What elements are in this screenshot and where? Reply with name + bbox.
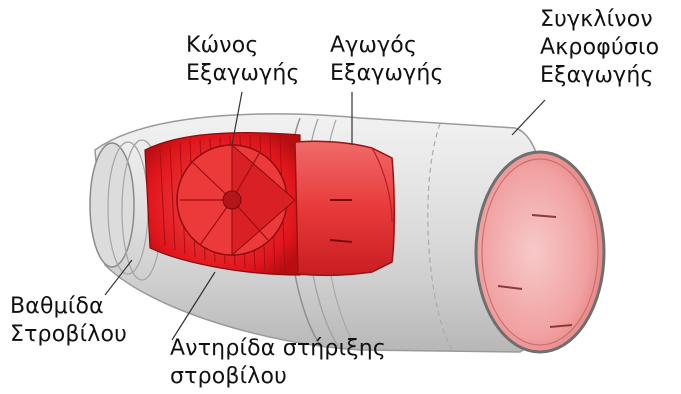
label-exhaust-cone-line2: Εξαγωγής [186, 60, 300, 88]
label-exhaust-duct-line2: Εξαγωγής [330, 60, 444, 88]
label-exhaust-cone: Κώνος Εξαγωγής [186, 32, 300, 88]
label-convergent-nozzle-line1: Συγκλίνον [540, 6, 659, 34]
label-turbine-stage-line1: Βαθμίδα [10, 293, 127, 321]
exhaust-duct [295, 141, 394, 275]
label-exhaust-duct-line1: Αγωγός [330, 32, 444, 60]
leader-convergent-nozzle [512, 100, 545, 135]
label-convergent-nozzle: Συγκλίνον Ακροφύσιο Εξαγωγής [540, 6, 659, 90]
label-convergent-nozzle-line3: Εξαγωγής [540, 62, 659, 90]
label-turbine-support-line1: Αντηρίδα στήριξης [170, 335, 386, 363]
convergent-exhaust-nozzle [476, 152, 604, 352]
label-turbine-support-line2: στροβίλου [170, 363, 386, 391]
label-turbine-support: Αντηρίδα στήριξης στροβίλου [170, 335, 386, 391]
label-turbine-stage: Βαθμίδα Στροβίλου [10, 293, 127, 349]
label-exhaust-duct: Αγωγός Εξαγωγής [330, 32, 444, 88]
label-turbine-stage-line2: Στροβίλου [10, 321, 127, 349]
label-convergent-nozzle-line2: Ακροφύσιο [540, 34, 659, 62]
label-exhaust-cone-line1: Κώνος [186, 32, 300, 60]
